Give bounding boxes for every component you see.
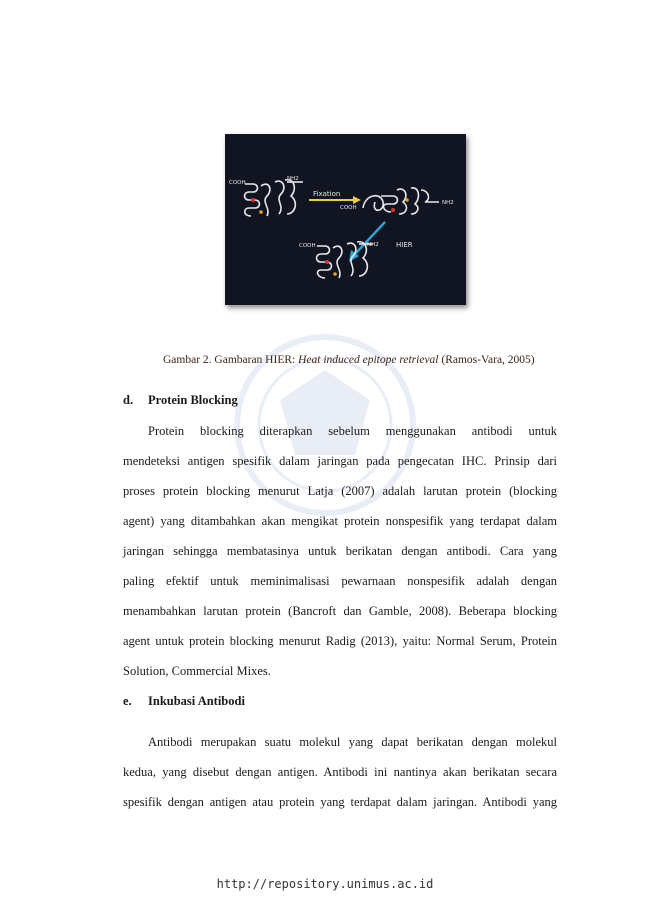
hier-figure: COOH NH2 Fixation COOH NH2 HIER (225, 134, 466, 305)
section-heading-d: d. Protein Blocking (123, 393, 238, 408)
label-cooh-2: COOH (340, 205, 357, 211)
hier-diagram: COOH NH2 Fixation COOH NH2 HIER (225, 134, 466, 305)
caption-prefix: Gambar 2. Gambaran HIER: (163, 354, 299, 366)
epitope-mark-2 (259, 210, 263, 214)
paragraph-line: kedua, yang disebut dengan antigen. Anti… (123, 765, 557, 779)
epitope-mark-1 (251, 198, 255, 202)
footer-url: http://repository.unimus.ac.id (216, 877, 434, 891)
label-fixation: Fixation (313, 190, 340, 198)
paragraph-line: spesifik dengan antigen atau protein yan… (123, 795, 557, 809)
label-nh2-1: NH2 (287, 176, 299, 182)
paragraph-protein-blocking: Protein blocking diterapkan sebelum meng… (123, 416, 557, 686)
section-heading-e: e. Inkubasi Antibodi (123, 694, 245, 709)
folded-protein-1 (243, 179, 303, 217)
paragraph-line: Antibodi merupakan suatu molekul yang da… (148, 735, 557, 749)
section-title-e: Inkubasi Antibodi (148, 694, 245, 708)
folded-protein-2 (315, 241, 373, 279)
label-cooh-3: COOH (299, 243, 316, 249)
label-cooh-1: COOH (229, 180, 246, 186)
epitope-mark-3 (391, 208, 395, 212)
paragraph-inkubasi-antibodi: Antibodi merupakan suatu molekul yang da… (123, 727, 557, 817)
section-title-d: Protein Blocking (148, 393, 238, 407)
fixed-protein (362, 187, 439, 215)
paragraph-line: Solution, Commercial Mixes. (123, 664, 271, 678)
caption-italic: Heat induced epitope retrieval (298, 354, 439, 366)
paragraph-line: paling efektif untuk meminimalisasi pewa… (123, 574, 557, 588)
epitope-mark-6 (333, 272, 337, 276)
paragraph-line: agent) yang ditambahkan akan mengikat pr… (123, 514, 557, 528)
label-nh2-2: NH2 (442, 200, 454, 206)
paragraph-line: mendeteksi antigen spesifik dalam jaring… (123, 454, 557, 468)
section-number-e: e. (123, 694, 132, 708)
section-number-d: d. (123, 393, 134, 407)
epitope-mark-5 (325, 260, 329, 264)
fixation-arrowhead (353, 196, 361, 204)
label-hier: HIER (396, 241, 413, 249)
figure-caption: Gambar 2. Gambaran HIER: Heat induced ep… (163, 354, 563, 366)
caption-suffix: (Ramos-Vara, 2005) (438, 354, 535, 366)
paragraph-line: agent untuk protein blocking menurut Rad… (123, 634, 557, 648)
paragraph-line: proses protein blocking menurut Latja (2… (123, 484, 557, 498)
figure-background (225, 134, 466, 305)
paragraph-line: menambahkan larutan protein (Bancroft da… (123, 604, 557, 618)
label-nh2-3: NH2 (367, 242, 379, 248)
epitope-mark-4 (405, 198, 409, 202)
paragraph-line: Protein blocking diterapkan sebelum meng… (148, 424, 557, 438)
watermark-seal (234, 334, 416, 516)
paragraph-line: jaringan sehingga membatasinya untuk ber… (123, 544, 557, 558)
hier-arrow (354, 221, 386, 255)
